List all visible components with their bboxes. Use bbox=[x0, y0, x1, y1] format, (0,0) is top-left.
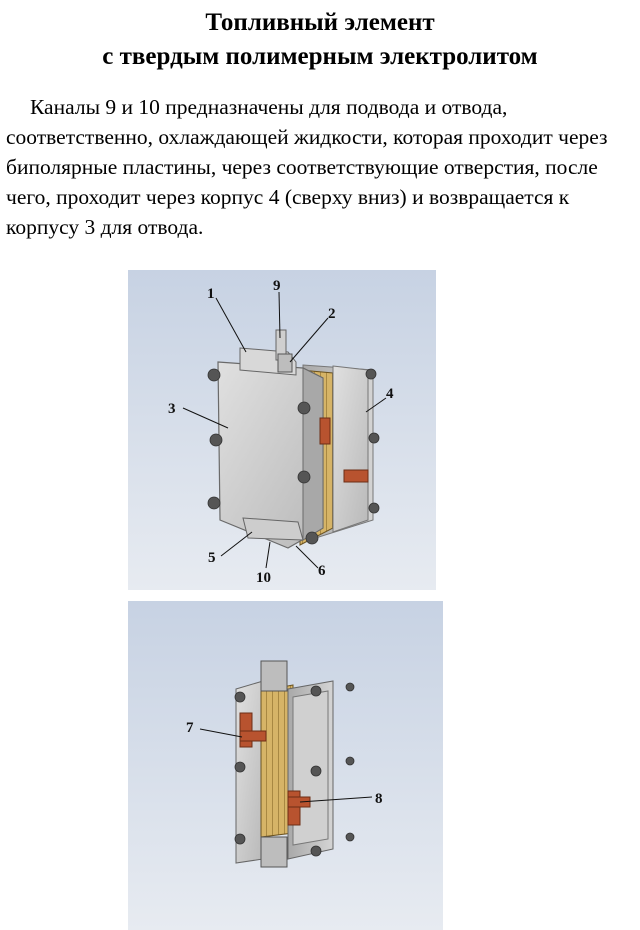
leader-lines-2 bbox=[199, 728, 373, 803]
label-4: 4 bbox=[386, 386, 394, 402]
figure-1-drawing: 1 9 2 3 4 5 10 6 bbox=[128, 270, 436, 590]
housing-3-side bbox=[302, 367, 324, 541]
label-9: 9 bbox=[273, 278, 281, 294]
bottom-tube-stack bbox=[260, 836, 288, 868]
label-7: 7 bbox=[186, 720, 194, 736]
connector-2 bbox=[277, 353, 293, 373]
body-paragraph: Каналы 9 и 10 предназначены для подвода … bbox=[6, 95, 608, 239]
label-2: 2 bbox=[328, 306, 336, 322]
document-title: Топливный элемент с твердым полимерным э… bbox=[0, 6, 640, 74]
terminal-lower bbox=[343, 469, 369, 483]
label-1: 1 bbox=[207, 286, 215, 302]
label-8: 8 bbox=[375, 791, 383, 807]
terminal-upper bbox=[319, 417, 331, 445]
terminal-8-tab bbox=[287, 796, 311, 808]
label-5: 5 bbox=[208, 550, 216, 566]
figure-2-drawing: 7 8 bbox=[128, 601, 443, 930]
terminal-7-tab bbox=[239, 730, 267, 742]
terminal-7 bbox=[239, 712, 253, 748]
label-10: 10 bbox=[256, 570, 271, 586]
top-tube-stack bbox=[260, 660, 288, 692]
leader-lines bbox=[182, 291, 387, 569]
label-3: 3 bbox=[168, 401, 176, 417]
bottom-channel-block bbox=[242, 517, 304, 541]
terminal-8 bbox=[287, 790, 301, 826]
label-6: 6 bbox=[318, 563, 326, 579]
figure-assembled-fuel-cell: 1 9 2 3 4 5 10 6 bbox=[128, 270, 436, 590]
bolts bbox=[207, 368, 380, 545]
end-plate-right bbox=[332, 365, 369, 533]
title-line-1: Топливный элемент bbox=[205, 9, 435, 36]
figure-open-fuel-cell: 7 8 bbox=[128, 601, 443, 930]
bolts-2 bbox=[234, 682, 355, 857]
title-line-2: с твердым полимерным электролитом bbox=[102, 43, 538, 70]
